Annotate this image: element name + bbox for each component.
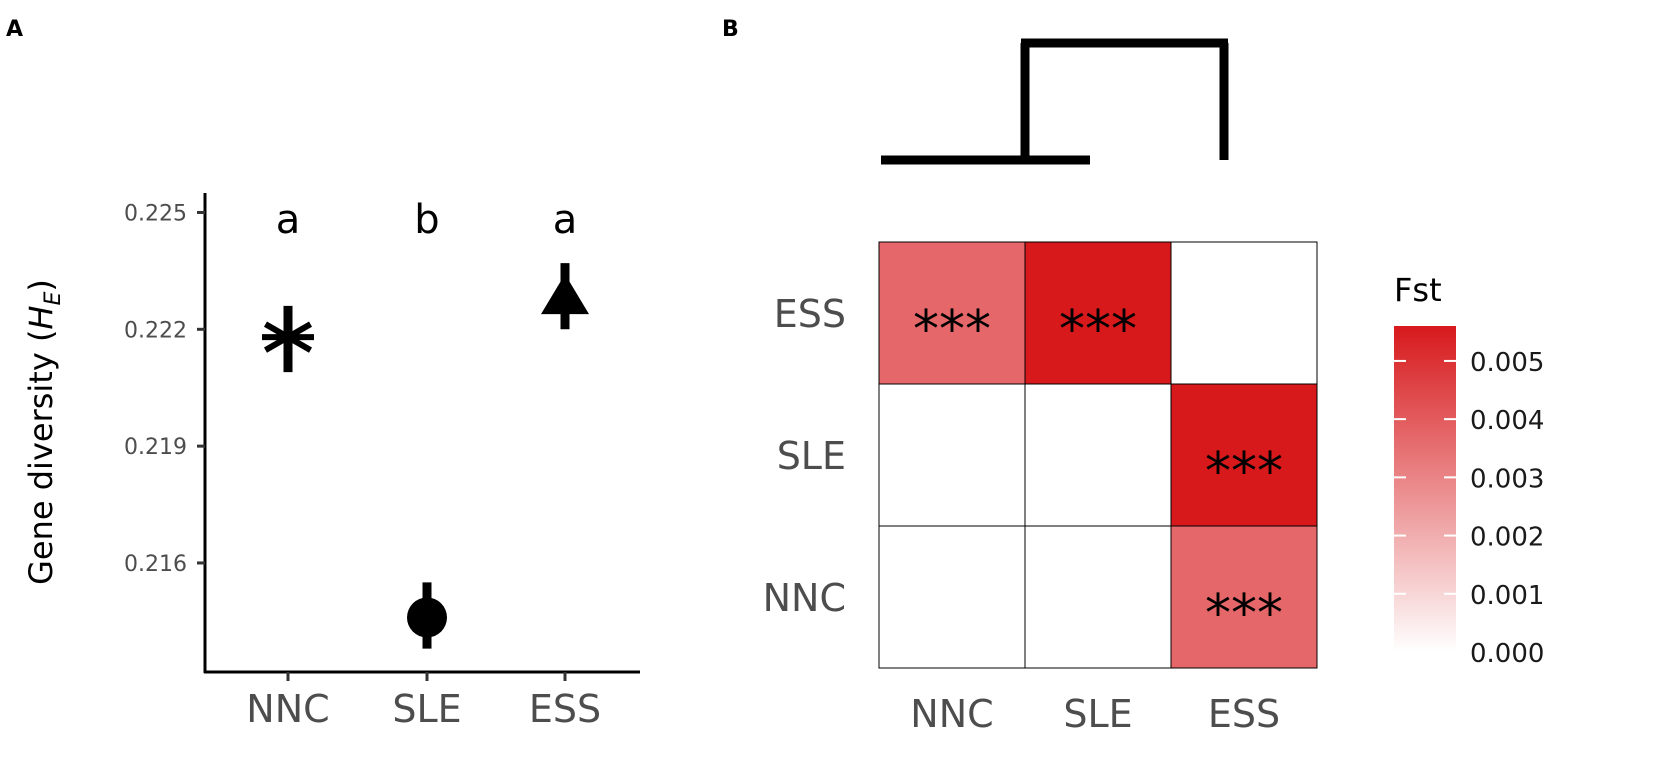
heatmap-x-labels: NNC SLE ESS bbox=[910, 692, 1280, 736]
triangle-marker bbox=[541, 274, 589, 315]
legend-tick-label: 0.003 bbox=[1470, 464, 1544, 494]
significance-letter: a bbox=[276, 197, 301, 243]
significance-stars: *** bbox=[1205, 584, 1283, 644]
heatmap-cell bbox=[1170, 383, 1318, 527]
data-points bbox=[262, 263, 589, 649]
x-ticks: NNC SLE ESS bbox=[246, 672, 601, 731]
significance-stars: *** bbox=[1205, 442, 1283, 502]
y-tick-label: 0.222 bbox=[124, 318, 187, 343]
heatmap-cell bbox=[1024, 383, 1172, 527]
heatmap-y-label: ESS bbox=[774, 292, 846, 336]
legend-title: Fst bbox=[1394, 271, 1442, 309]
x-tick-label: NNC bbox=[246, 687, 329, 731]
legend-tick-label: 0.000 bbox=[1470, 639, 1544, 669]
heatmap-y-labels: ESS SLE NNC bbox=[763, 292, 846, 620]
legend-ticks: 0.000 0.001 0.002 0.003 0.004 0.005 bbox=[1394, 348, 1544, 669]
legend-tick-label: 0.004 bbox=[1470, 406, 1544, 436]
heatmap-cell bbox=[1170, 525, 1318, 669]
x-tick-label: SLE bbox=[392, 687, 461, 731]
heatmap-x-label: SLE bbox=[1063, 692, 1132, 736]
heatmap-cell bbox=[1024, 525, 1172, 669]
y-tick-label: 0.216 bbox=[124, 552, 187, 577]
panel-label-b: B bbox=[722, 17, 739, 42]
heatmap-cell bbox=[878, 525, 1026, 669]
heatmap-x-label: NNC bbox=[910, 692, 993, 736]
legend-tick-label: 0.002 bbox=[1470, 523, 1544, 553]
x-tick-label: ESS bbox=[529, 687, 601, 731]
heatmap-cell bbox=[1024, 241, 1172, 385]
dendrogram bbox=[881, 38, 1229, 165]
heatmap-cells: *** *** *** *** bbox=[878, 241, 1318, 669]
colorbar bbox=[1394, 326, 1456, 652]
y-tick-label: 0.219 bbox=[124, 435, 187, 460]
legend-tick-label: 0.001 bbox=[1470, 581, 1544, 611]
y-axis-label: Gene diversity (HE) bbox=[22, 279, 66, 585]
y-ticks: 0.216 0.219 0.222 0.225 bbox=[124, 201, 205, 577]
heatmap-y-label: NNC bbox=[763, 576, 846, 620]
panel-label-a: A bbox=[6, 17, 23, 42]
significance-stars: *** bbox=[913, 300, 991, 360]
heatmap-x-label: ESS bbox=[1208, 692, 1280, 736]
legend-tick-label: 0.005 bbox=[1470, 348, 1544, 378]
heatmap-cell bbox=[878, 383, 1026, 527]
heatmap-cell bbox=[878, 241, 1026, 385]
significance-letter: a bbox=[553, 197, 578, 243]
y-tick-label: 0.225 bbox=[124, 201, 187, 226]
heatmap-panel: *** *** *** *** ESS SLE NNC NNC SLE ESS Fst 0.0… bbox=[763, 38, 1544, 736]
significance-letter: b bbox=[414, 197, 439, 243]
colorbar-legend: Fst 0.000 0.001 0.002 0.003 0.004 0.005 bbox=[1394, 271, 1544, 669]
scatter-panel: 0.216 0.219 0.222 0.225 NNC SLE ESS a b a Gene … bbox=[22, 193, 640, 731]
circle-marker bbox=[407, 597, 447, 638]
heatmap-y-label: SLE bbox=[777, 434, 846, 478]
significance-stars: *** bbox=[1059, 300, 1137, 360]
heatmap-cell bbox=[1170, 241, 1318, 385]
